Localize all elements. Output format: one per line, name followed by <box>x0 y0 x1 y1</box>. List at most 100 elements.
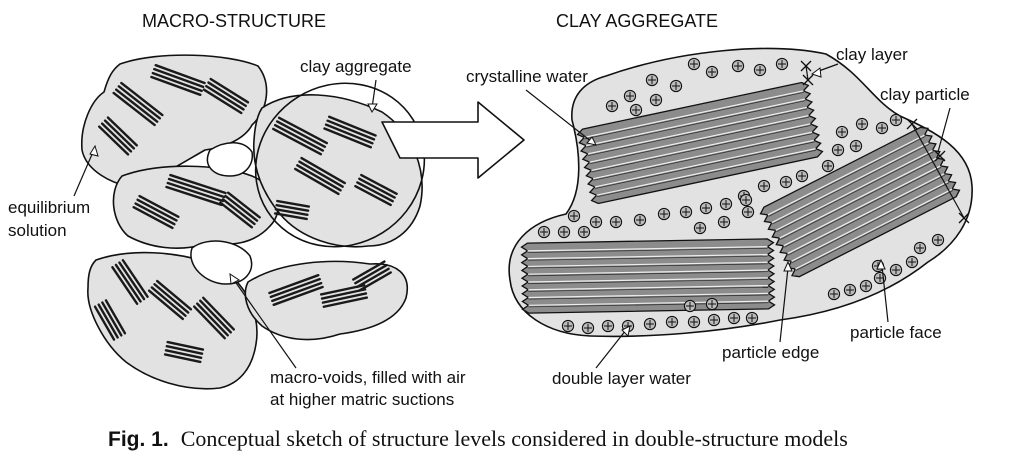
clay-stack-icon <box>93 299 127 341</box>
label-double-layer-water: double layer water <box>552 369 691 388</box>
arrowhead-particle-edge <box>783 260 793 272</box>
ion-icon <box>581 321 595 335</box>
macro-structure-body <box>81 54 426 390</box>
ion-icon <box>859 279 873 293</box>
ion-icon <box>629 103 643 117</box>
ion-icon <box>699 201 713 215</box>
leader-particle-edge <box>779 267 789 343</box>
ion-icon <box>849 139 863 153</box>
clay-stack-icon <box>150 63 206 97</box>
ion-icon <box>889 113 903 127</box>
clay-stack-icon <box>354 173 398 207</box>
dimension-marker-icon <box>934 150 946 162</box>
ion-icon <box>889 263 903 277</box>
clay-stack-icon <box>132 194 180 230</box>
ion-icon <box>679 205 693 219</box>
ion-icon <box>683 299 697 313</box>
arrowhead-clay-aggregate <box>367 103 378 114</box>
ion-icon <box>623 89 637 103</box>
clay-particles <box>520 60 970 314</box>
label-voids-line2: at higher matric suctions <box>270 390 454 409</box>
arrowhead-voids <box>229 272 240 285</box>
clay-stack-icon <box>272 116 328 156</box>
leader-voids <box>233 279 297 369</box>
figure-caption: Fig. 1. Conceptual sketch of structure l… <box>108 426 848 451</box>
caption-text: Conceptual sketch of structure levels co… <box>181 426 848 451</box>
clay-stack-icon <box>319 284 369 308</box>
ion-icon <box>855 117 869 131</box>
ion-icon <box>577 225 591 239</box>
clay-stack-icon <box>273 199 311 221</box>
ion-icon <box>795 169 809 183</box>
ion-icon <box>905 255 919 269</box>
ion-icon <box>739 193 753 207</box>
ion-icon <box>835 125 849 139</box>
clay-stack-icon <box>192 296 236 340</box>
ion-icon <box>831 143 845 157</box>
ion-icon <box>537 225 551 239</box>
ion-icon <box>605 99 619 113</box>
leader-clay-aggregate <box>371 79 377 109</box>
arrowhead-double-layer-water <box>621 325 631 338</box>
caption-label: Fig. 1. <box>108 428 169 451</box>
arrowhead-crystalline-water <box>586 136 597 146</box>
ion-icon <box>731 59 745 73</box>
ion-icon <box>717 215 731 229</box>
ion-icon <box>687 57 701 71</box>
ion-icon <box>561 319 575 333</box>
clay-stack-icon <box>323 115 377 149</box>
ion-icon <box>821 159 835 173</box>
ion-icon <box>913 241 927 255</box>
arrowhead-particle-face <box>876 258 886 270</box>
arrowhead-equilibrium <box>89 144 99 157</box>
ion-icon <box>645 73 659 87</box>
ion-icon <box>567 209 581 223</box>
leader-double-layer-water <box>595 329 627 369</box>
ion-icon <box>741 205 755 219</box>
ion-icon <box>931 233 945 247</box>
clay-stack-icon <box>163 340 205 364</box>
macro-clay-stacks <box>93 63 398 364</box>
ion-icon <box>775 57 789 71</box>
label-particle-face: particle face <box>850 323 942 342</box>
label-equilibrium-line1: equilibrium <box>8 198 90 217</box>
ion-icon <box>643 317 657 331</box>
ion-icon <box>705 297 719 311</box>
double-layer-ions <box>537 57 945 335</box>
ion-icon <box>601 319 615 333</box>
ion-icon <box>649 93 663 107</box>
ion-icon <box>757 179 771 193</box>
clay-stack-icon <box>293 156 347 196</box>
ion-icon <box>843 283 857 297</box>
clay-stack-icon <box>111 259 149 305</box>
clay-stack-icon <box>98 116 138 156</box>
label-clay-aggregate: clay aggregate <box>300 57 412 76</box>
clay-stack-icon <box>352 260 392 292</box>
ion-icon <box>609 215 623 229</box>
ion-icon <box>589 215 603 229</box>
clay-particle <box>576 81 824 205</box>
ion-icon <box>745 311 759 325</box>
clay-stack-icon <box>219 191 261 229</box>
ion-icon <box>665 315 679 329</box>
clay-stack-icon <box>165 173 227 207</box>
arrowhead-clay-layer <box>810 67 822 78</box>
clay-aggregate-title: CLAY AGGREGATE <box>556 11 718 31</box>
ion-icon <box>727 311 741 325</box>
label-clay-layer: clay layer <box>836 45 908 64</box>
ion-icon <box>707 313 721 327</box>
ion-icon <box>669 79 683 93</box>
clay-particle <box>520 238 776 314</box>
label-voids-line1: macro-voids, filled with air <box>270 368 466 387</box>
ion-icon <box>875 121 889 135</box>
macro-void-upper <box>206 142 254 177</box>
clay-stack-icon <box>268 273 324 307</box>
leader-equilibrium <box>73 151 94 197</box>
leader-clay-particle <box>937 107 951 153</box>
ion-icon <box>693 221 707 235</box>
ion-icon <box>705 65 719 79</box>
layer-thickness-line <box>805 65 809 81</box>
label-clay-particle: clay particle <box>880 85 970 104</box>
clay-stack-icon <box>112 81 164 127</box>
